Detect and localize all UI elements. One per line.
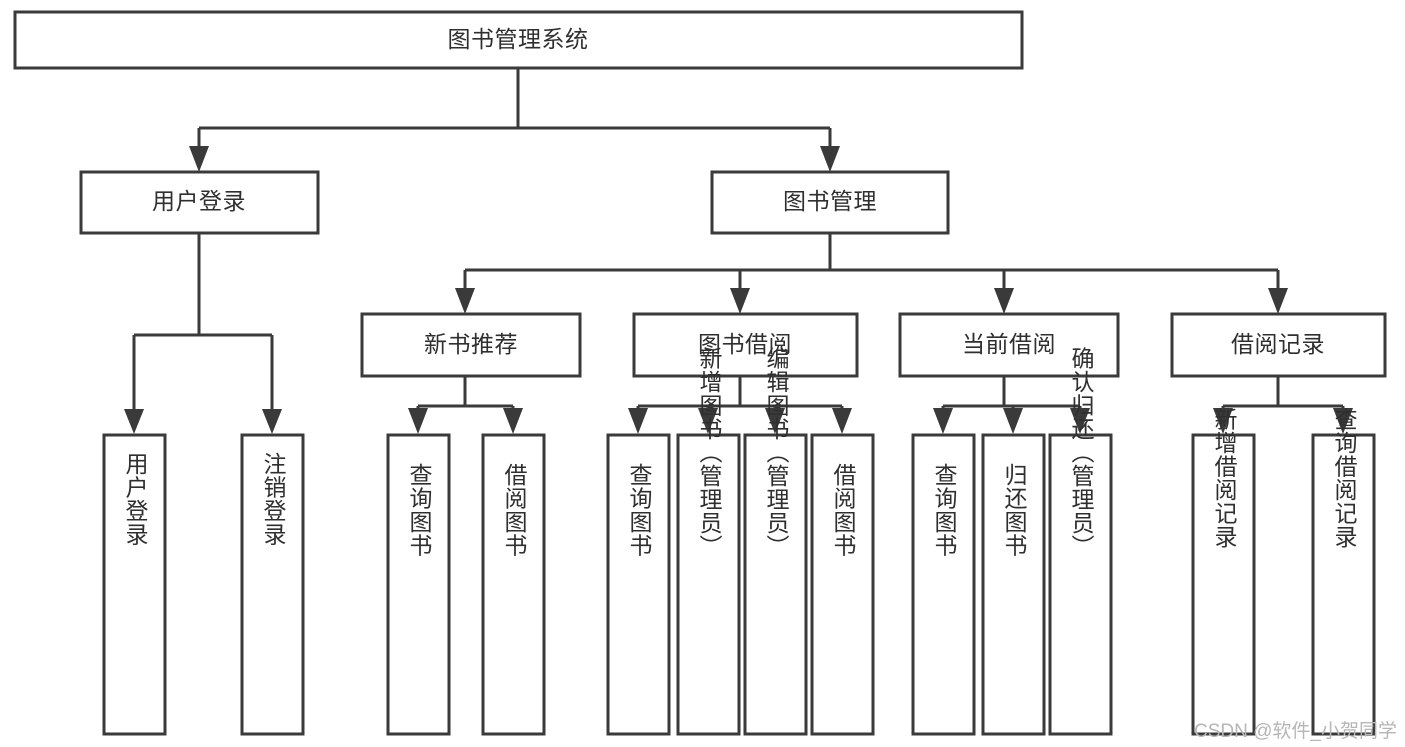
- node-borrow-record-label: 借阅记录: [1231, 331, 1325, 357]
- node-current-borrow-box[interactable]: [898, 312, 1120, 378]
- node-leaf-return-book-box[interactable]: [981, 433, 1046, 736]
- node-new-book-rec-label: 新书推荐: [424, 331, 518, 357]
- node-leaf-add-book-box[interactable]: [676, 433, 741, 736]
- node-leaf-query-book-3-label: 查询图书: [931, 463, 958, 557]
- node-root[interactable]: 图书管理系统: [13, 10, 1024, 70]
- node-leaf-add-book[interactable]: 新增图书（管理员）: [676, 346, 741, 736]
- node-leaf-query-book-1-label: 查询图书: [406, 463, 433, 557]
- arrow-head-new-book-rec: [455, 288, 475, 314]
- node-leaf-confirm-return[interactable]: 确认归还（管理员）: [1048, 346, 1113, 736]
- arrow-head-book-manage: [820, 146, 840, 172]
- node-leaf-user-login-label: 用户登录: [122, 452, 149, 546]
- node-leaf-return-book-label: 归还图书: [1001, 463, 1028, 557]
- node-book-borrow[interactable]: 图书借阅: [632, 312, 859, 378]
- node-leaf-borrow-book-2-box[interactable]: [810, 433, 875, 736]
- arrow-head-user-login: [189, 146, 209, 172]
- arrow-head-current-borrow: [994, 288, 1014, 314]
- node-book-manage-box[interactable]: [710, 170, 950, 235]
- node-leaf-edit-book[interactable]: 编辑图书（管理员）: [743, 346, 808, 736]
- node-layer: 图书管理系统 用户登录 图书管理 新书推荐 图书借阅: [13, 10, 1387, 736]
- node-leaf-confirm-return-box[interactable]: [1048, 433, 1113, 736]
- node-leaf-borrow-book-1[interactable]: 借阅图书: [481, 433, 546, 736]
- node-current-borrow[interactable]: 当前借阅: [898, 312, 1120, 378]
- node-leaf-return-book[interactable]: 归还图书: [981, 433, 1046, 736]
- node-leaf-query-record-box[interactable]: [1311, 433, 1376, 736]
- arrow-head-borrow-record: [1268, 288, 1288, 314]
- arrow-head-leaf-confirm-return: [1070, 408, 1090, 434]
- node-new-book-rec[interactable]: 新书推荐: [360, 312, 582, 378]
- node-user-login-box[interactable]: [79, 170, 320, 235]
- node-root-label: 图书管理系统: [448, 26, 589, 52]
- node-leaf-edit-book-label: 编辑图书（管理员）: [763, 346, 790, 558]
- arrow-head-leaf-query-book-3: [933, 408, 953, 434]
- node-leaf-query-record-label: 查询借阅记录: [1331, 408, 1358, 549]
- node-leaf-add-book-label: 新增图书（管理员）: [696, 346, 723, 558]
- node-root-box[interactable]: [13, 10, 1024, 70]
- arrow-head-leaf-logout: [262, 409, 282, 434]
- node-leaf-query-record[interactable]: 查询借阅记录: [1311, 408, 1376, 736]
- arrow-head-leaf-borrow-book-1: [503, 408, 523, 434]
- node-leaf-borrow-book-2[interactable]: 借阅图书: [810, 433, 875, 736]
- node-leaf-logout-box[interactable]: [240, 433, 305, 736]
- arrow-head-leaf-query-record: [1333, 408, 1353, 434]
- arrow-head-leaf-edit-book: [765, 408, 785, 434]
- node-new-book-rec-box[interactable]: [360, 312, 582, 378]
- node-leaf-user-login-box[interactable]: [102, 433, 167, 736]
- node-leaf-add-record-label: 新增借阅记录: [1211, 408, 1238, 549]
- arrow-head-leaf-query-book-2: [628, 408, 648, 434]
- arrow-head-leaf-borrow-book-2: [832, 408, 852, 434]
- node-leaf-borrow-book-1-label: 借阅图书: [501, 463, 528, 557]
- node-leaf-query-book-2[interactable]: 查询图书: [606, 433, 671, 736]
- node-leaf-borrow-book-1-box[interactable]: [481, 433, 546, 736]
- node-leaf-logout[interactable]: 注销登录: [240, 433, 305, 736]
- node-borrow-record[interactable]: 借阅记录: [1170, 312, 1387, 378]
- node-leaf-add-record[interactable]: 新增借阅记录: [1191, 408, 1256, 736]
- arrow-head-leaf-return-book: [1003, 408, 1023, 434]
- node-book-borrow-label: 图书借阅: [698, 331, 792, 357]
- node-book-manage-label: 图书管理: [783, 188, 877, 214]
- csdn-watermark: CSDN @软件_小贺同学: [1194, 721, 1397, 742]
- node-leaf-edit-book-box[interactable]: [743, 433, 808, 736]
- node-leaf-confirm-return-label: 确认归还（管理员）: [1068, 346, 1095, 558]
- arrow-head-leaf-add-book: [698, 408, 718, 434]
- node-borrow-record-box[interactable]: [1170, 312, 1387, 378]
- arrow-head-leaf-add-record: [1213, 408, 1233, 434]
- node-leaf-query-book-3-box[interactable]: [911, 433, 976, 736]
- node-leaf-query-book-3[interactable]: 查询图书: [911, 433, 976, 736]
- arrow-head-book-borrow: [730, 288, 750, 314]
- node-book-borrow-box[interactable]: [632, 312, 859, 378]
- node-leaf-query-book-1-box[interactable]: [386, 433, 451, 736]
- node-leaf-query-book-2-box[interactable]: [606, 433, 671, 736]
- node-user-login-label: 用户登录: [152, 188, 246, 214]
- node-leaf-logout-label: 注销登录: [260, 452, 287, 546]
- node-leaf-add-record-box[interactable]: [1191, 433, 1256, 736]
- connector-layer: [124, 68, 1353, 434]
- node-current-borrow-label: 当前借阅: [962, 331, 1056, 357]
- node-leaf-user-login[interactable]: 用户登录: [102, 433, 167, 736]
- node-book-manage[interactable]: 图书管理: [710, 170, 950, 235]
- arrow-head-leaf-query-book-1: [408, 408, 428, 434]
- node-leaf-borrow-book-2-label: 借阅图书: [830, 463, 857, 557]
- node-user-login[interactable]: 用户登录: [79, 170, 320, 235]
- node-leaf-query-book-2-label: 查询图书: [626, 463, 653, 557]
- arrow-head-leaf-user-login: [124, 409, 144, 434]
- node-leaf-query-book-1[interactable]: 查询图书: [386, 433, 451, 736]
